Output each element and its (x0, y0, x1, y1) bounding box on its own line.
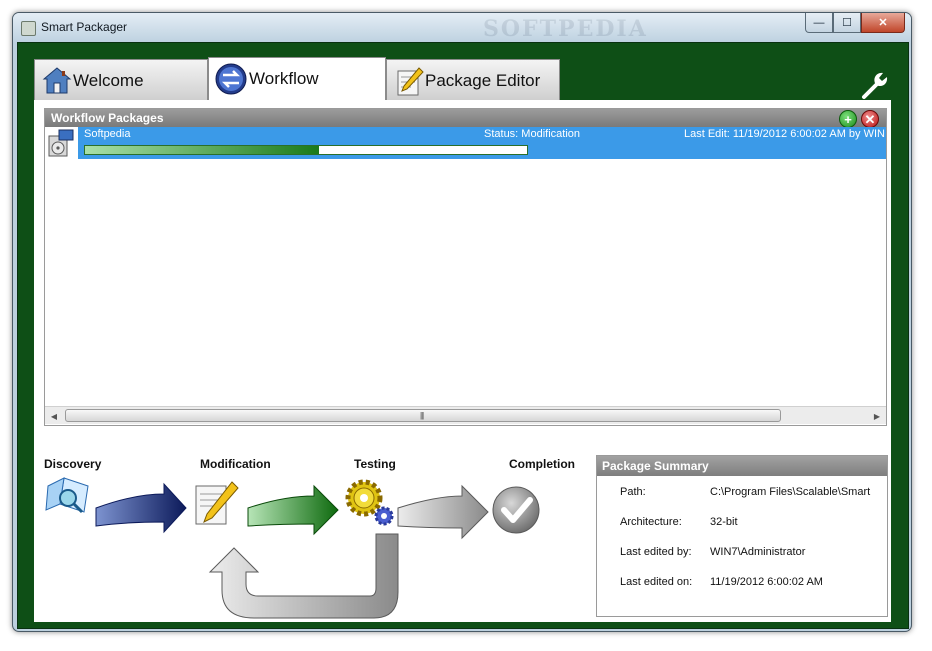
summary-path-value: C:\Program Files\Scalable\Smart (710, 486, 871, 498)
horizontal-scrollbar[interactable]: ◀ ||| ▶ (45, 406, 886, 424)
package-progress-fill (85, 146, 320, 154)
scroll-thumb[interactable]: ||| (65, 409, 781, 422)
step-completion-label: Completion (509, 457, 575, 471)
scroll-right-arrow[interactable]: ▶ (873, 411, 881, 421)
summary-last-edited-on-label: Last edited on: (620, 576, 693, 588)
testing-gears-icon[interactable] (345, 479, 394, 526)
package-name: Softpedia (84, 128, 131, 140)
panel-header: Workflow Packages + ✕ (45, 109, 886, 128)
package-icon (48, 129, 74, 157)
package-editor-icon (397, 67, 424, 96)
summary-last-edited-by-label: Last edited by: (620, 546, 692, 558)
minimize-button[interactable]: — (805, 13, 833, 33)
summary-path-label: Path: (620, 486, 646, 498)
title-bar[interactable]: Smart Packager SOFTPEDIA — ☐ ✕ (13, 13, 911, 43)
tab-package-editor-label: Package Editor (425, 71, 541, 90)
tab-workflow-label: Workflow (249, 69, 319, 88)
window-controls: — ☐ ✕ (805, 13, 905, 33)
app-icon (21, 21, 36, 36)
panel-title: Workflow Packages (51, 111, 164, 125)
tab-welcome[interactable]: Welcome (34, 59, 208, 100)
window-title: Smart Packager (41, 20, 128, 34)
package-progress-bar (84, 145, 528, 155)
summary-architecture-value: 32-bit (710, 516, 738, 528)
wrench-icon[interactable] (860, 69, 892, 101)
package-summary-panel: Package Summary Path: C:\Program Files\S… (596, 455, 888, 617)
tab-package-editor[interactable]: Package Editor (386, 59, 560, 100)
step-testing-label: Testing (354, 457, 396, 471)
package-row[interactable]: Softpedia Status: Modification Last Edit… (45, 127, 886, 159)
package-status: Status: Modification (484, 128, 580, 140)
workflow-packages-panel: Workflow Packages + ✕ Softpedia Status: … (44, 108, 887, 426)
package-last-edit: Last Edit: 11/19/2012 6:00:02 AM by WIN (684, 128, 885, 140)
add-icon[interactable]: + (839, 110, 857, 128)
remove-icon[interactable]: ✕ (861, 110, 879, 128)
workflow-diagram (45, 477, 540, 619)
discovery-icon[interactable] (45, 477, 89, 514)
arrow-to-modification (95, 482, 187, 534)
scroll-grip: ||| (420, 411, 424, 420)
maximize-button[interactable]: ☐ (833, 13, 861, 33)
summary-title: Package Summary (602, 459, 709, 473)
home-icon (42, 67, 72, 94)
arrow-to-testing (247, 484, 339, 536)
completion-check-icon[interactable] (492, 486, 540, 534)
package-row-selection: Softpedia Status: Modification Last Edit… (78, 127, 886, 159)
step-discovery-label: Discovery (44, 457, 102, 471)
summary-last-edited-by-value: WIN7\Administrator (710, 546, 806, 558)
loop-back-arrow (208, 533, 399, 619)
app-frame: Welcome Workflow Package Editor (17, 42, 909, 629)
watermark: SOFTPEDIA (483, 16, 648, 42)
modification-icon[interactable] (195, 481, 239, 525)
workflow-icon (215, 63, 247, 95)
workflow-content: Workflow Packages + ✕ Softpedia Status: … (34, 100, 891, 622)
tab-welcome-label: Welcome (73, 71, 144, 90)
arrow-to-completion (397, 484, 489, 540)
close-button[interactable]: ✕ (861, 13, 905, 33)
scroll-left-arrow[interactable]: ◀ (50, 411, 58, 421)
main-window: Smart Packager SOFTPEDIA — ☐ ✕ Welcome W… (12, 12, 912, 632)
summary-architecture-label: Architecture: (620, 516, 682, 528)
tab-workflow[interactable]: Workflow (208, 57, 386, 100)
step-modification-label: Modification (200, 457, 271, 471)
summary-last-edited-on-value: 11/19/2012 6:00:02 AM (710, 576, 823, 588)
summary-header: Package Summary (597, 456, 887, 476)
